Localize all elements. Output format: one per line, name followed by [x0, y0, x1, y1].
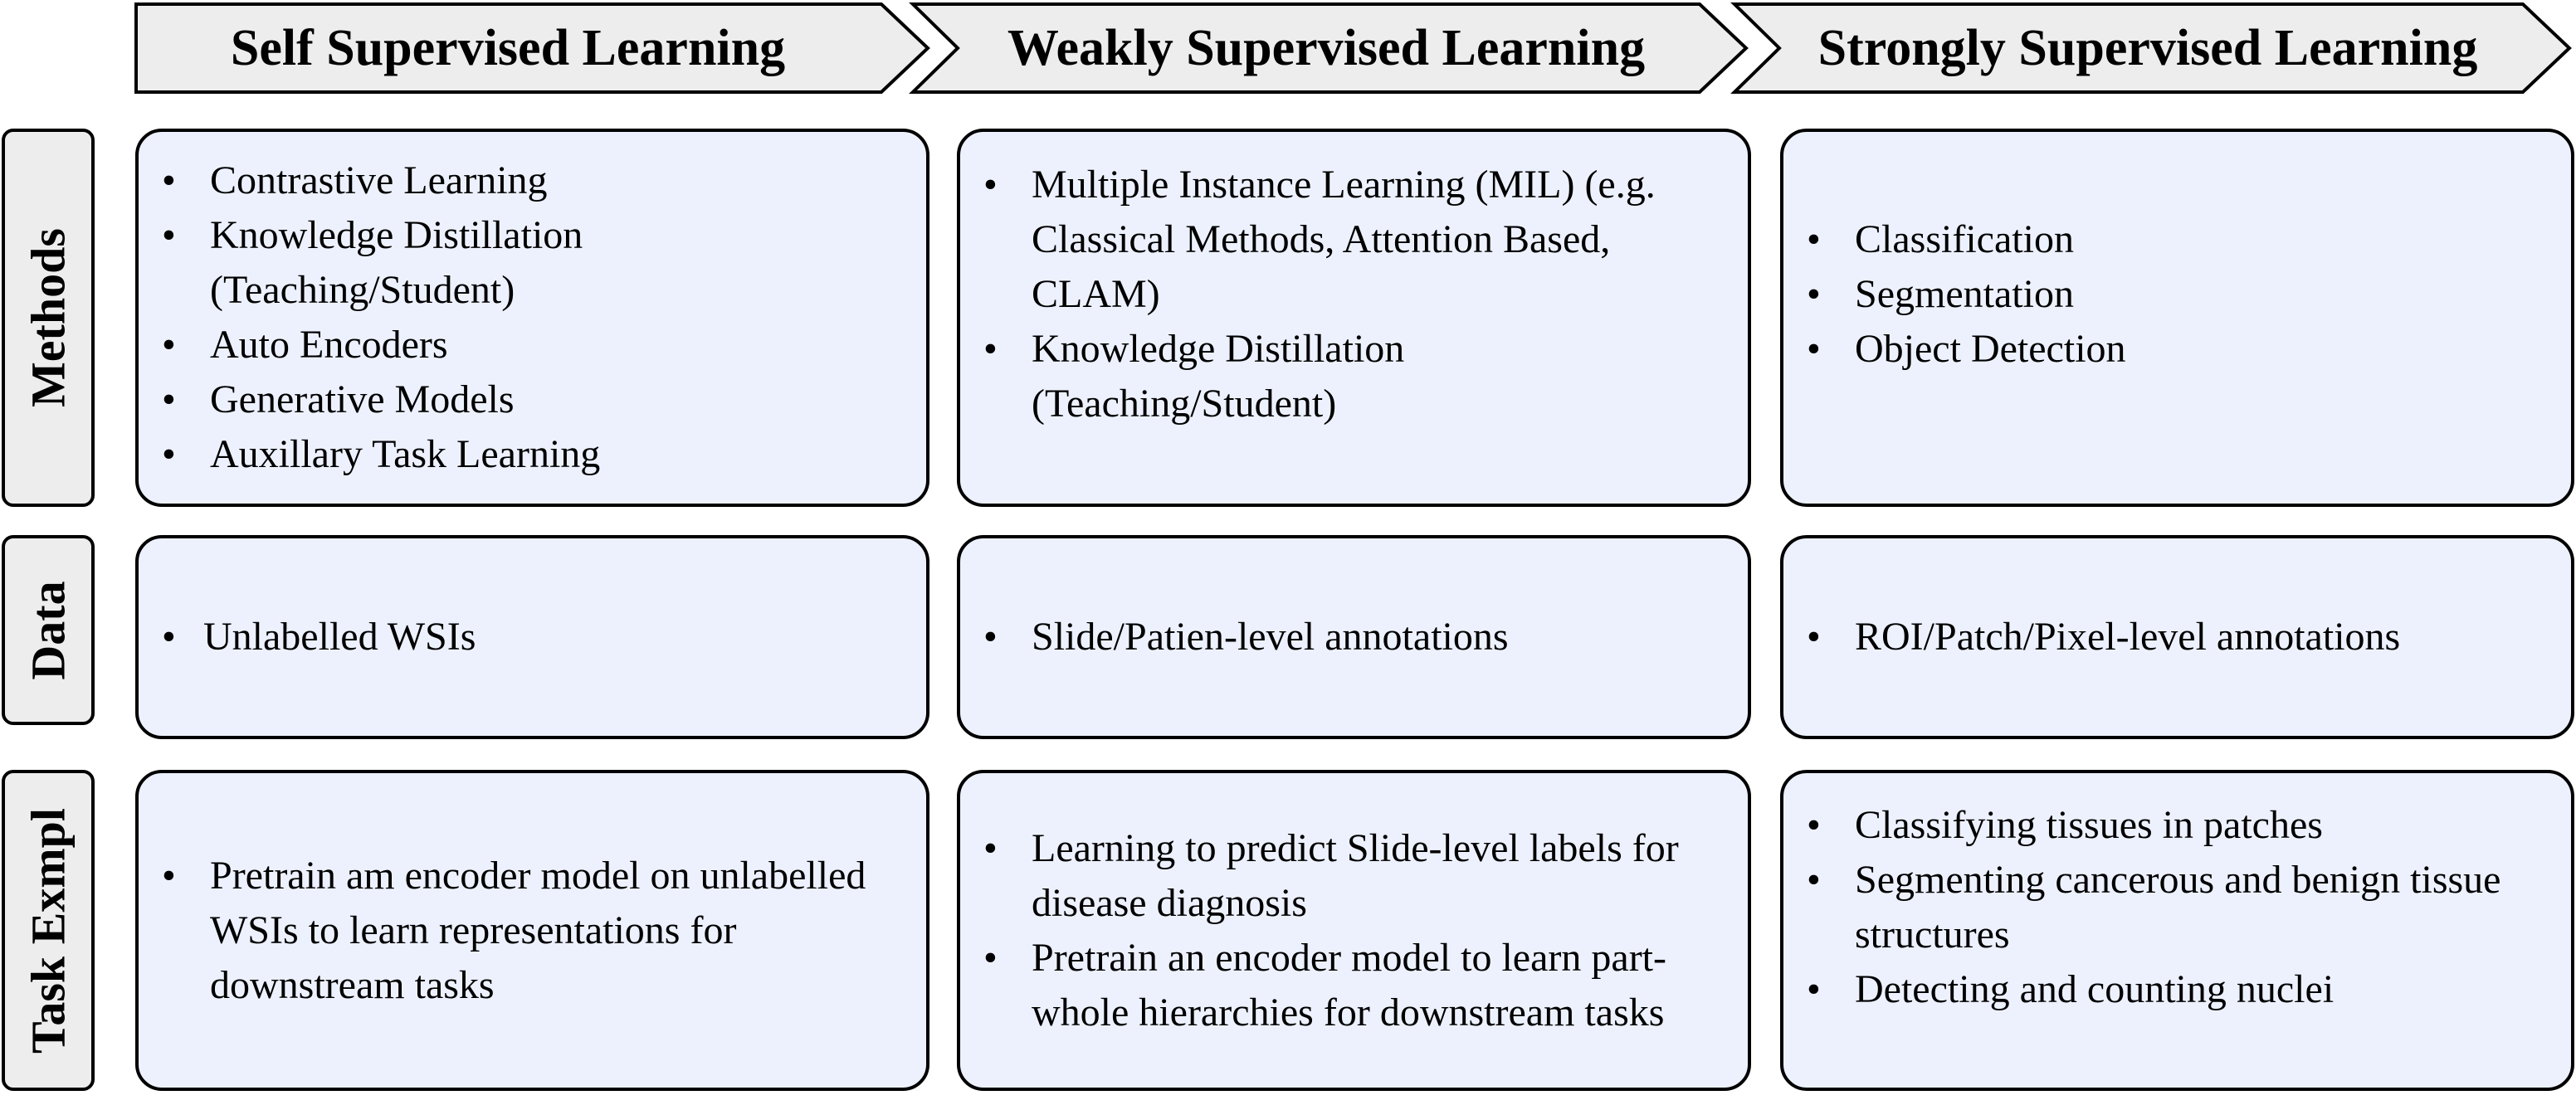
row-label-text: Methods — [21, 228, 76, 407]
list-item: Generative Models — [157, 372, 675, 427]
list-item: Multiple Instance Learning (MIL) (e.g. C… — [978, 158, 1671, 322]
row-label-task: Task Exmpl — [2, 770, 95, 1091]
cell-data-weakly-supervised: Slide/Patien-level annotations — [957, 535, 1751, 739]
column-header-title: Strongly Supervised Learning — [1817, 19, 2478, 76]
cell-task-weakly-supervised: Learning to predict Slide-level labels f… — [957, 770, 1751, 1091]
column-header-weakly-supervised: Weakly Supervised Learning — [909, 2, 1749, 94]
cell-data-self-supervised: Unlabelled WSIs — [135, 535, 929, 739]
list-item: Knowledge Distillation (Teaching/Student… — [157, 208, 675, 318]
list-item: Auxillary Task Learning — [157, 427, 675, 482]
list-item: Classification — [1802, 212, 2126, 267]
list-item: Object Detection — [1802, 322, 2126, 377]
list-item: Knowledge Distillation (Teaching/Student… — [978, 322, 1496, 431]
list-item: Segmenting cancerous and benign tissue s… — [1802, 853, 2519, 962]
bullet-list: ROI/Patch/Pixel-level annotations — [1802, 610, 2400, 664]
row-label-methods: Methods — [2, 129, 95, 507]
list-item: Learning to predict Slide-level labels f… — [978, 821, 1720, 931]
bullet-list: Contrastive Learning Knowledge Distillat… — [157, 153, 675, 482]
list-item: Segmentation — [1802, 267, 2126, 322]
bullet-list: Learning to predict Slide-level labels f… — [978, 821, 1720, 1040]
list-item: Pretrain an encoder model to learn part-… — [978, 931, 1687, 1040]
list-item: Slide/Patien-level annotations — [978, 610, 1509, 664]
cell-methods-strongly-supervised: Classification Segmentation Object Detec… — [1780, 129, 2574, 507]
chevron-shape — [134, 2, 930, 94]
list-item: Unlabelled WSIs — [157, 610, 476, 664]
column-header-strongly-supervised: Strongly Supervised Learning — [1730, 2, 2573, 94]
cell-methods-self-supervised: Contrastive Learning Knowledge Distillat… — [135, 129, 929, 507]
column-header-title: Self Supervised Learning — [230, 19, 786, 76]
column-header-title: Weakly Supervised Learning — [1007, 19, 1646, 76]
bullet-list: Classifying tissues in patches Segmentin… — [1802, 798, 2519, 1017]
cell-task-strongly-supervised: Classifying tissues in patches Segmentin… — [1780, 770, 2574, 1091]
row-label-text: Data — [21, 580, 76, 680]
list-item: Pretrain am encoder model on unlabelled … — [157, 849, 907, 1013]
bullet-list: Slide/Patien-level annotations — [978, 610, 1509, 664]
list-item: ROI/Patch/Pixel-level annotations — [1802, 610, 2400, 664]
list-item: Auto Encoders — [157, 318, 675, 372]
chevron-shape — [1730, 2, 2572, 94]
chevron-shape — [909, 2, 1749, 94]
bullet-list: Unlabelled WSIs — [157, 610, 476, 664]
bullet-list: Classification Segmentation Object Detec… — [1802, 212, 2126, 377]
row-label-text: Task Exmpl — [21, 807, 76, 1054]
row-label-data: Data — [2, 535, 95, 725]
list-item: Classifying tissues in patches — [1802, 798, 2519, 853]
bullet-list: Pretrain am encoder model on unlabelled … — [157, 849, 907, 1013]
cell-data-strongly-supervised: ROI/Patch/Pixel-level annotations — [1780, 535, 2574, 739]
cell-methods-weakly-supervised: Multiple Instance Learning (MIL) (e.g. C… — [957, 129, 1751, 507]
column-header-self-supervised: Self Supervised Learning — [134, 2, 930, 94]
list-item: Detecting and counting nuclei — [1802, 962, 2519, 1017]
cell-task-self-supervised: Pretrain am encoder model on unlabelled … — [135, 770, 929, 1091]
bullet-list: Multiple Instance Learning (MIL) (e.g. C… — [978, 158, 1671, 431]
list-item: Contrastive Learning — [157, 153, 675, 208]
